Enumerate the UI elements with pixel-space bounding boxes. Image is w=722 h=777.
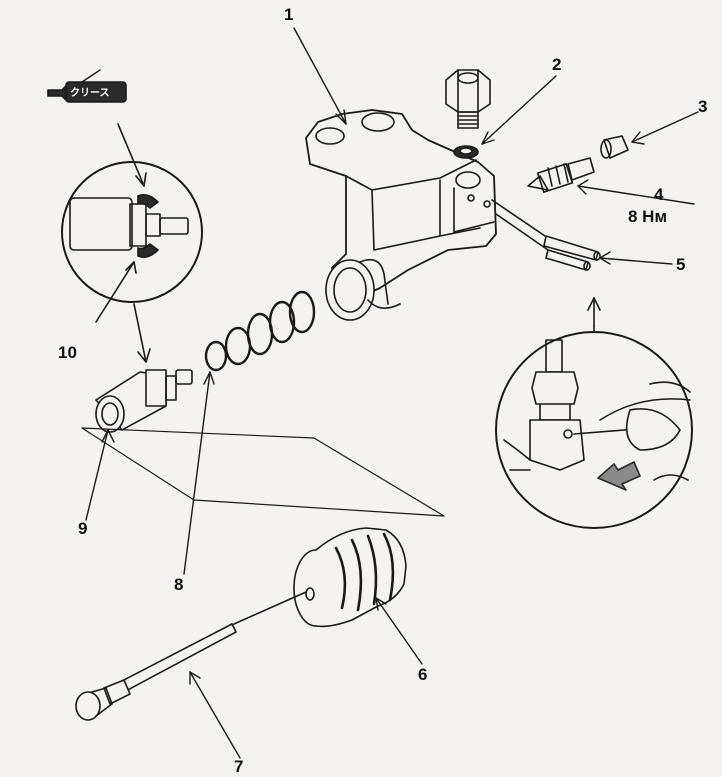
grease-tube-label: クリース (70, 87, 110, 99)
callout-1: 1 (284, 5, 294, 24)
callout-10: 10 (58, 343, 77, 362)
dust-boot (293, 527, 407, 628)
push-rod (75, 591, 307, 721)
callout-3: 3 (698, 97, 708, 116)
piston (95, 369, 193, 433)
bleeder-screw (527, 157, 595, 193)
callout-9: 9 (78, 519, 88, 538)
callout-4: 4 (654, 185, 664, 204)
callout-leaders (85, 27, 699, 759)
callout-6: 6 (418, 665, 428, 684)
push-arrow-icon (597, 461, 641, 491)
callout-2: 2 (552, 55, 562, 74)
pin-detail-arrowhead (587, 297, 601, 311)
grease-tube-icon: クリース (47, 69, 127, 103)
pin-install-detail-circle (495, 325, 693, 529)
callout-8: 8 (174, 575, 184, 594)
torque-spec: 8 Нм (628, 207, 668, 226)
detail-leader-arrowhead (137, 348, 151, 363)
seal-detail-circle (61, 123, 203, 323)
cylinder-body (305, 109, 497, 321)
union-fitting (445, 69, 491, 129)
detail-leader (133, 303, 147, 363)
washer (453, 145, 479, 159)
callout-7: 7 (234, 757, 244, 776)
return-spring (204, 290, 316, 372)
callout-5: 5 (676, 255, 686, 274)
reference-plane (81, 427, 445, 517)
roll-pins (491, 199, 601, 271)
bleeder-cap (600, 135, 629, 159)
